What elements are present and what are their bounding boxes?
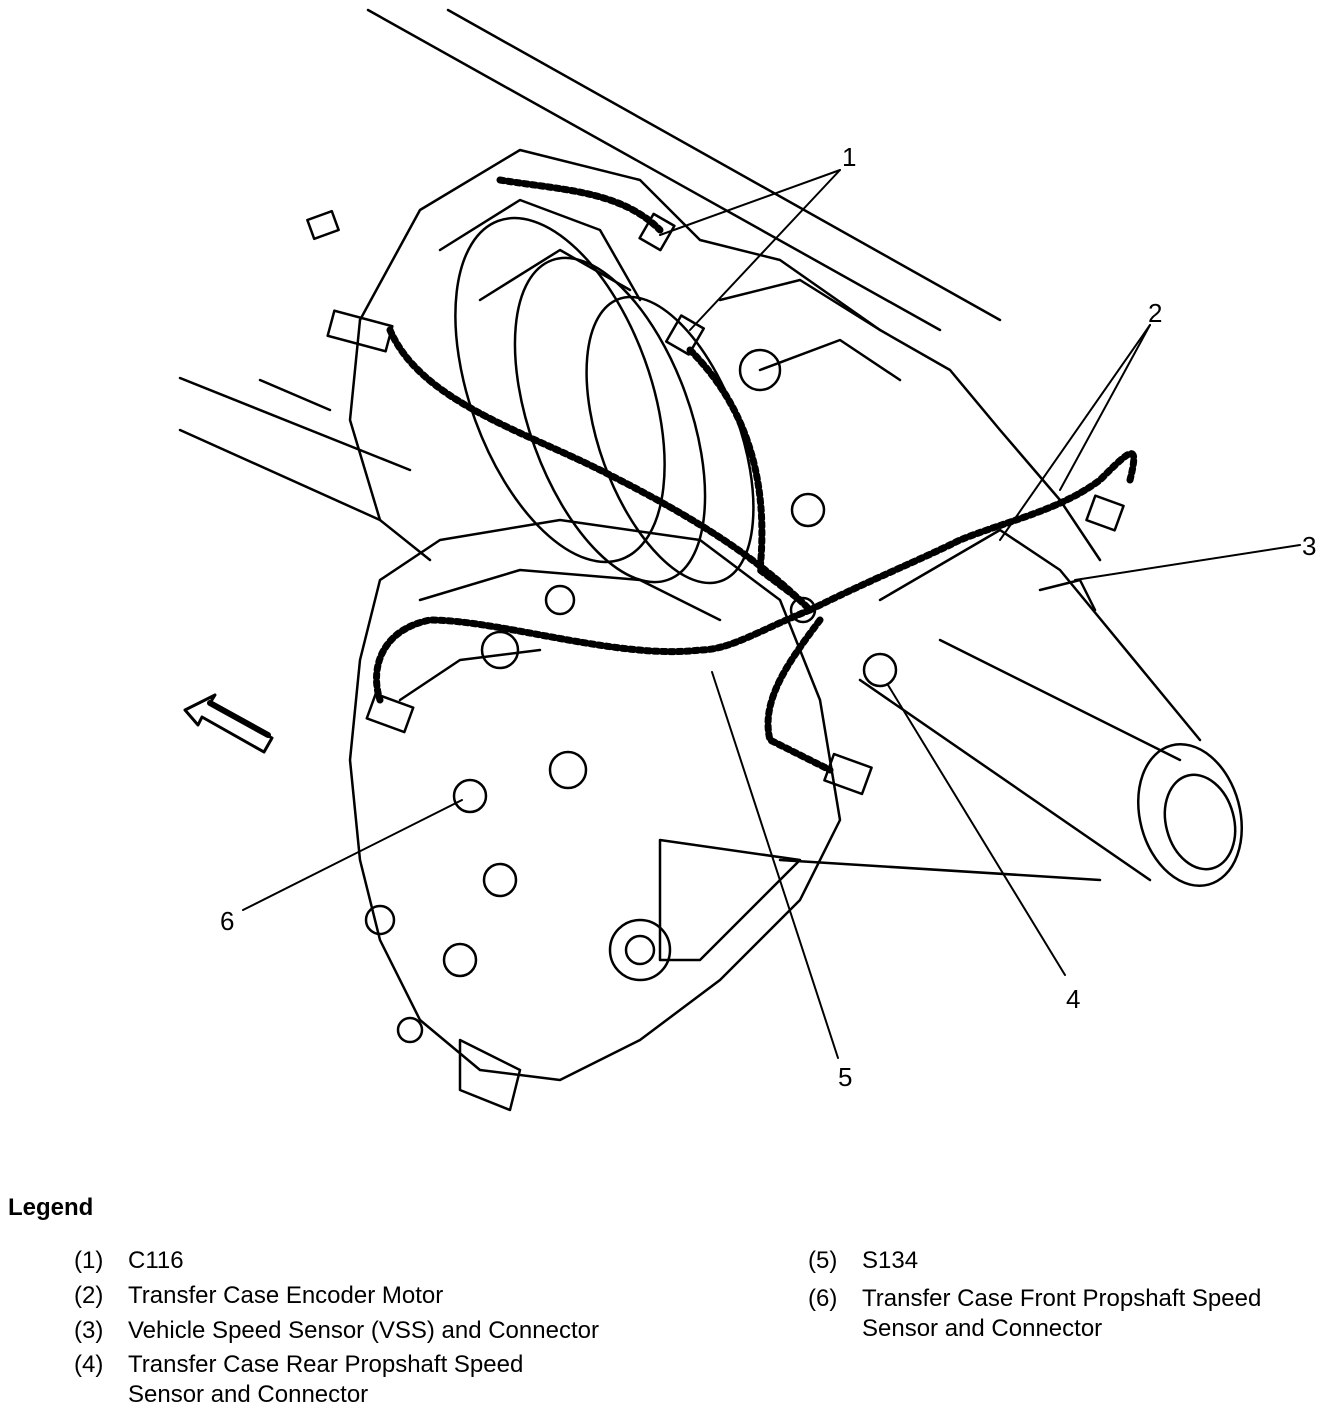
legend-item-number: (4) (74, 1351, 104, 1378)
legend-item-number: (5) (808, 1247, 838, 1274)
callout-4: 4 (1066, 984, 1080, 1014)
legend-item-text: Transfer Case Encoder Motor (128, 1282, 444, 1309)
wiring-harness (373, 176, 1138, 774)
legend-item-text: Transfer Case Rear Propshaft Speed (128, 1351, 524, 1378)
legend-item-number: (6) (808, 1285, 838, 1312)
transfer-case-diagram: 1 2 3 4 5 6 (178, 8, 1316, 1112)
frame-rail (178, 8, 1002, 522)
legend-item-number: (2) (74, 1282, 104, 1309)
legend-item-text-line2: Sensor and Connector (128, 1381, 369, 1408)
callout-6: 6 (220, 906, 234, 936)
tailshaft-extension (778, 528, 1244, 887)
callout-5: 5 (838, 1062, 852, 1092)
legend-item-number: (1) (74, 1247, 104, 1274)
legend-item-number: (3) (74, 1317, 104, 1344)
legend-item-text: S134 (862, 1247, 919, 1274)
callout-3: 3 (1302, 531, 1316, 561)
connectors (306, 209, 1125, 814)
legend-item-text: Vehicle Speed Sensor (VSS) and Connector (128, 1317, 599, 1344)
legend-title: Legend (8, 1194, 94, 1221)
legend-item-text: C116 (128, 1247, 184, 1274)
callout-1: 1 (842, 142, 856, 172)
legend-item-text: Transfer Case Front Propshaft Speed (862, 1285, 1262, 1312)
leader-lines (242, 169, 1301, 1059)
transmission-housing (348, 148, 1102, 616)
transfer-case-body (348, 518, 842, 1112)
legend-item-text-line2: Sensor and Connector (862, 1315, 1103, 1342)
front-direction-arrow (183, 693, 274, 754)
callout-2: 2 (1148, 298, 1162, 328)
